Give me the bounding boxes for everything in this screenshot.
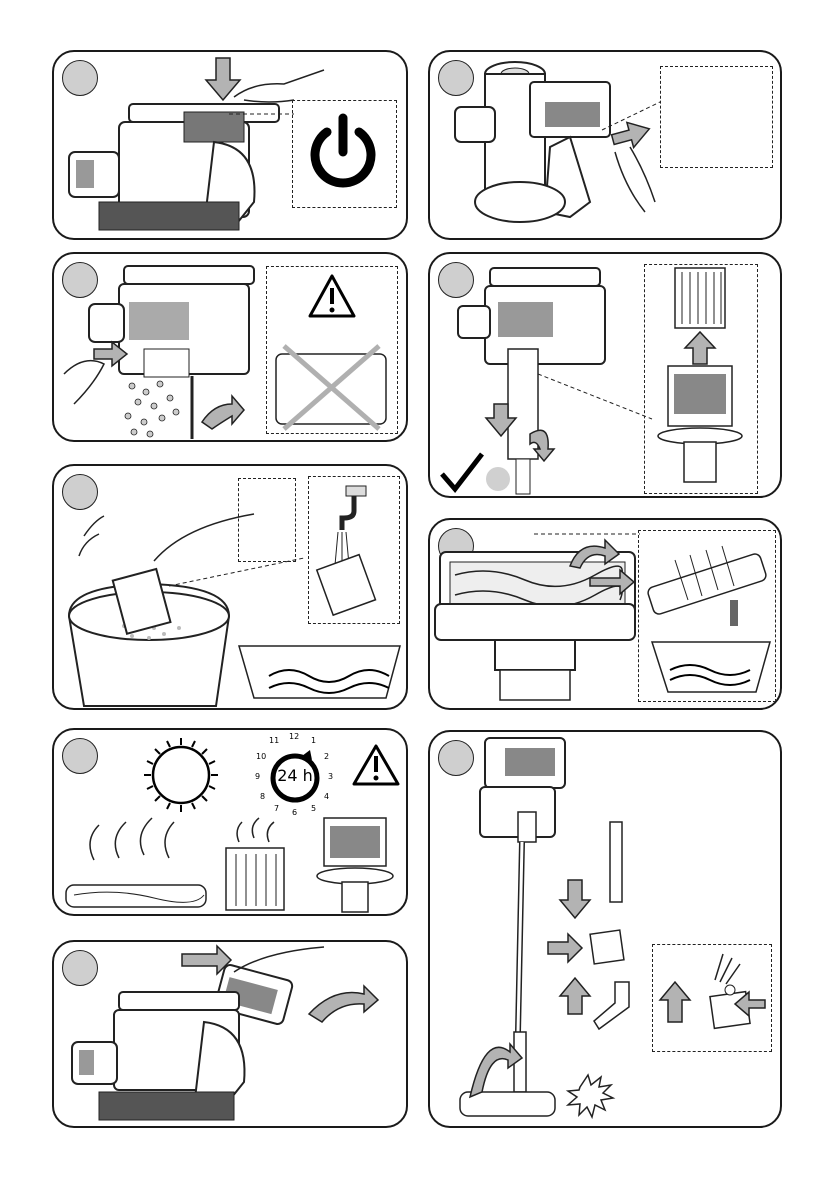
- power-detail-box: [292, 100, 397, 208]
- clock-number-3: 3: [328, 772, 333, 781]
- clock-number-8: 8: [260, 792, 265, 801]
- clock-number-4: 4: [324, 792, 329, 801]
- left-arrow-icon: [610, 117, 653, 152]
- clock-number-10: 10: [256, 752, 266, 761]
- panel-insert-battery: [52, 940, 408, 1128]
- button-detail-box: [660, 66, 773, 168]
- accessory-detail-box: [652, 944, 772, 1052]
- panel-power-on: [52, 50, 408, 240]
- clock-number-9: 9: [255, 772, 260, 781]
- panel-dry-24h: 24 h 12 1 2 3 4 5 6 7 8 9 10 11: [52, 728, 408, 916]
- clock-number-1: 1: [311, 736, 316, 745]
- clock-number-6: 6: [292, 808, 297, 817]
- clock-number-11: 11: [269, 736, 279, 745]
- brush-roll-detail-box: [638, 530, 776, 702]
- filter-detail-box: [644, 264, 758, 494]
- panel-empty-dust-bin: [52, 252, 408, 442]
- warning-detail-box: [266, 266, 398, 434]
- panel-button-press-side: [428, 50, 782, 240]
- clock-center-label: 24 h: [273, 766, 317, 785]
- clock-number-5: 5: [311, 804, 316, 813]
- panel-wash-filter: [52, 464, 408, 710]
- panel-remove-filter: [428, 252, 782, 498]
- clock-number-2: 2: [324, 752, 329, 761]
- brush-detail-box: [238, 478, 296, 562]
- faucet-detail-box: [308, 476, 400, 624]
- battery-insert-illustration: [54, 942, 408, 1128]
- panel-attach-accessories: [428, 730, 782, 1128]
- clock-number-12: 12: [289, 732, 299, 741]
- panel-brush-roll-clean: [428, 518, 782, 710]
- stick-vacuum-illustration: [430, 732, 782, 1128]
- sun-icon: [54, 730, 408, 916]
- clock-number-7: 7: [274, 804, 279, 813]
- click-burst-icon: [568, 1075, 613, 1117]
- down-arrow-icon: [206, 58, 240, 100]
- checkmark-icon: [442, 454, 482, 489]
